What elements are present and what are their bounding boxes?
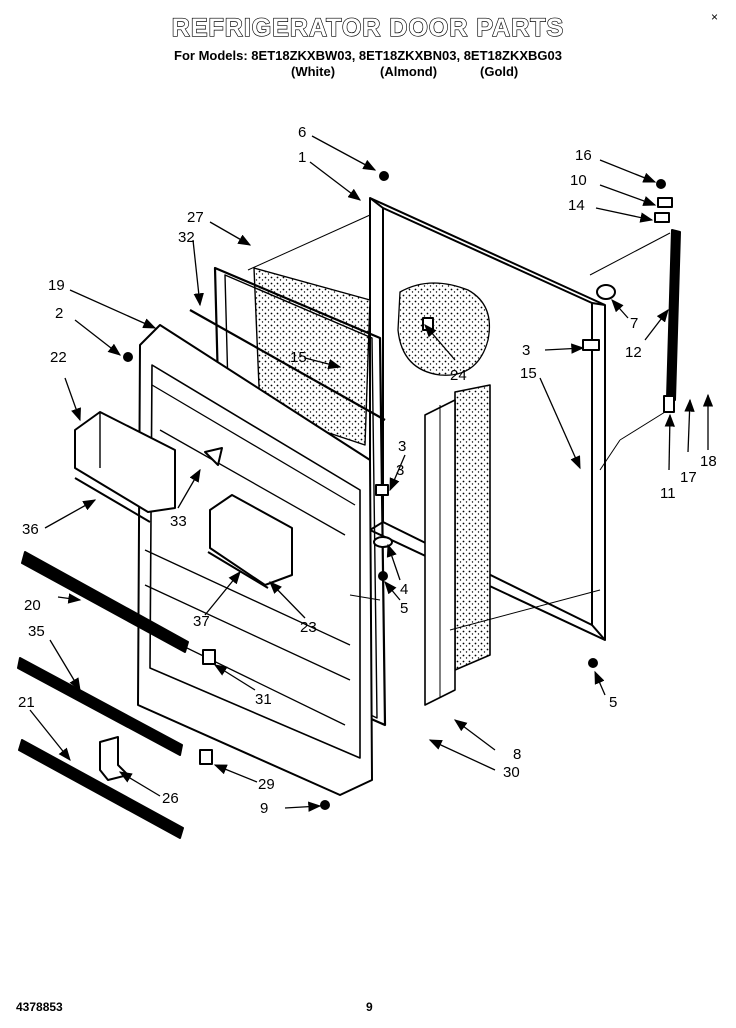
screw-5-lower [588,658,598,668]
door-shelf-22 [74,411,176,523]
callout-14: 14 [568,197,585,214]
callout-7: 7 [630,315,638,332]
clip-33 [204,447,223,466]
callout-21: 21 [18,694,35,711]
screw-9 [320,800,330,810]
callout-35: 35 [28,623,45,640]
page-number: 9 [366,1000,373,1014]
callout-32: 32 [178,229,195,246]
color-white: (White) [291,64,336,79]
callout-5b: 5 [609,694,617,711]
callout-18: 18 [700,453,717,470]
callout-12: 12 [625,344,642,361]
callout-8: 8 [513,746,521,763]
callout-10: 10 [570,172,587,189]
callout-26: 26 [162,790,179,807]
color-variants: (White) (Almond) (Gold) [0,64,736,82]
door-handle [596,197,681,413]
callout-20: 20 [24,597,41,614]
stop-4 [373,536,393,548]
callout-9: 9 [260,800,268,817]
clip-30 [202,649,216,665]
callout-33: 33 [170,513,187,530]
callout-6: 6 [298,124,306,141]
callout-11: 11 [660,485,676,502]
callout-3b: 3 [522,342,530,359]
callout-17: 17 [680,469,697,486]
callout-19: 19 [48,277,65,294]
corner-mark: × [710,10,718,24]
callout-23: 23 [300,619,317,636]
door-insulation-side [424,384,491,706]
callout-22: 22 [50,349,67,366]
callout-37: 37 [193,613,210,630]
shelf-bar-20 [21,551,189,653]
hinge-3 [582,339,600,351]
color-almond: (Almond) [380,64,438,79]
door-insulation-top [253,267,371,446]
color-gold: (Gold) [480,64,519,79]
callout-1: 1 [298,149,306,166]
screw-2 [123,352,133,362]
screw-16 [656,179,666,189]
screw-6 [379,171,389,181]
callout-27: 27 [187,209,204,226]
models-line: For Models: 8ET18ZKXBW03, 8ET18ZKXBN03, … [174,48,562,63]
callout-31: 30 [503,764,520,781]
callout-3a: 3 [398,438,406,455]
callout-29: 29 [258,776,275,793]
callout-5a: 5 [400,600,408,617]
callout-4: 4 [400,581,408,598]
stop-3 [375,484,389,496]
shelf-bar-21 [18,739,184,839]
callout-30: 31 [255,691,272,708]
part-number: 4378853 [16,1000,63,1014]
door-shelf-23 [207,494,293,589]
clip-29 [199,749,213,765]
shelf-bar-35 [17,657,183,756]
screw-5-upper [378,571,388,581]
callout-36: 36 [22,521,39,538]
callout-16: 16 [575,147,592,164]
page-title: REFRIGERATOR DOOR PARTS [171,13,565,42]
callout-24: 24 [450,367,467,384]
callout-15b: 15 [520,365,537,382]
callout-3c: 3 [396,462,404,479]
callout-2: 2 [55,305,63,322]
callout-15a: 15 [290,349,307,366]
